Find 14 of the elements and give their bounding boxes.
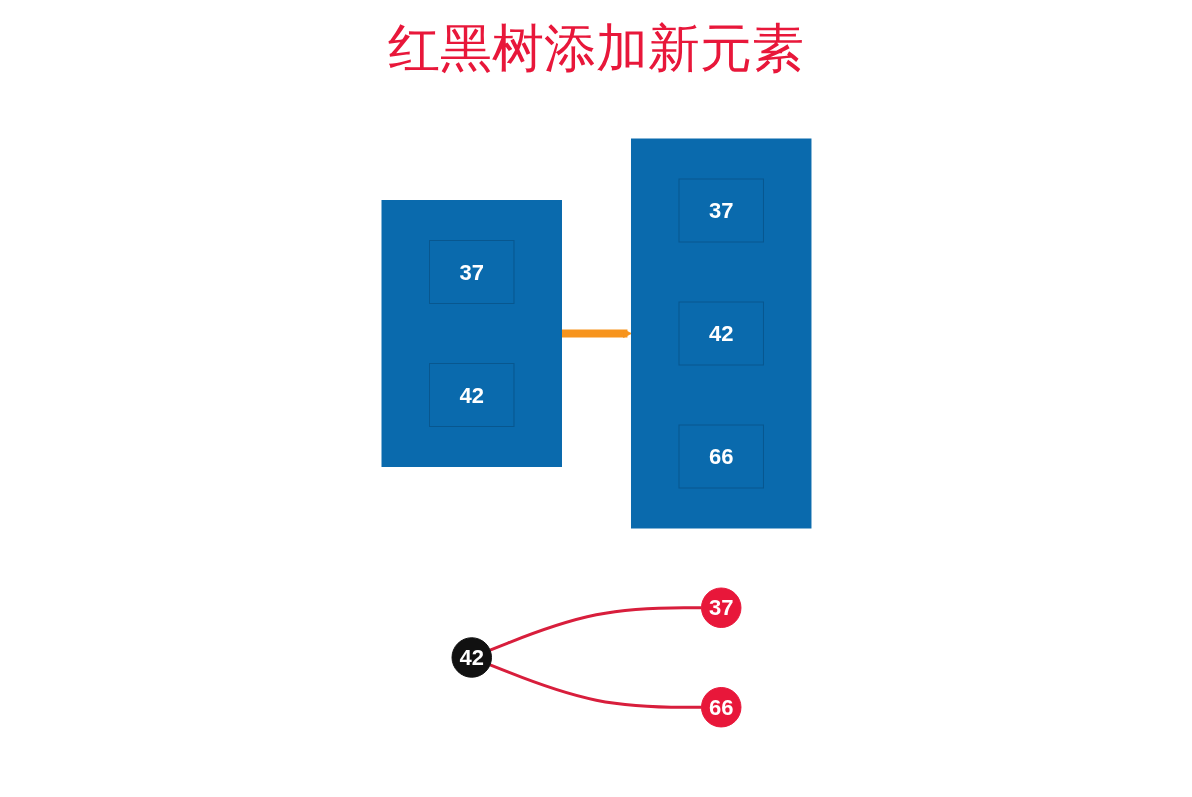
cluster <box>630 138 811 529</box>
node-box: 42 <box>678 301 764 366</box>
title: 红黑树添加新元素 <box>387 17 805 80</box>
arrow <box>561 329 632 338</box>
node-box: 42 <box>428 363 514 427</box>
node-box: 66 <box>678 424 764 489</box>
node-circle: 42 <box>451 637 492 678</box>
cluster <box>381 200 562 467</box>
node-circle: 66 <box>700 687 741 728</box>
connector <box>489 606 701 652</box>
node-box: 37 <box>678 178 764 243</box>
connector <box>489 663 701 709</box>
node-circle: 37 <box>700 587 741 628</box>
node-box: 37 <box>428 240 514 304</box>
